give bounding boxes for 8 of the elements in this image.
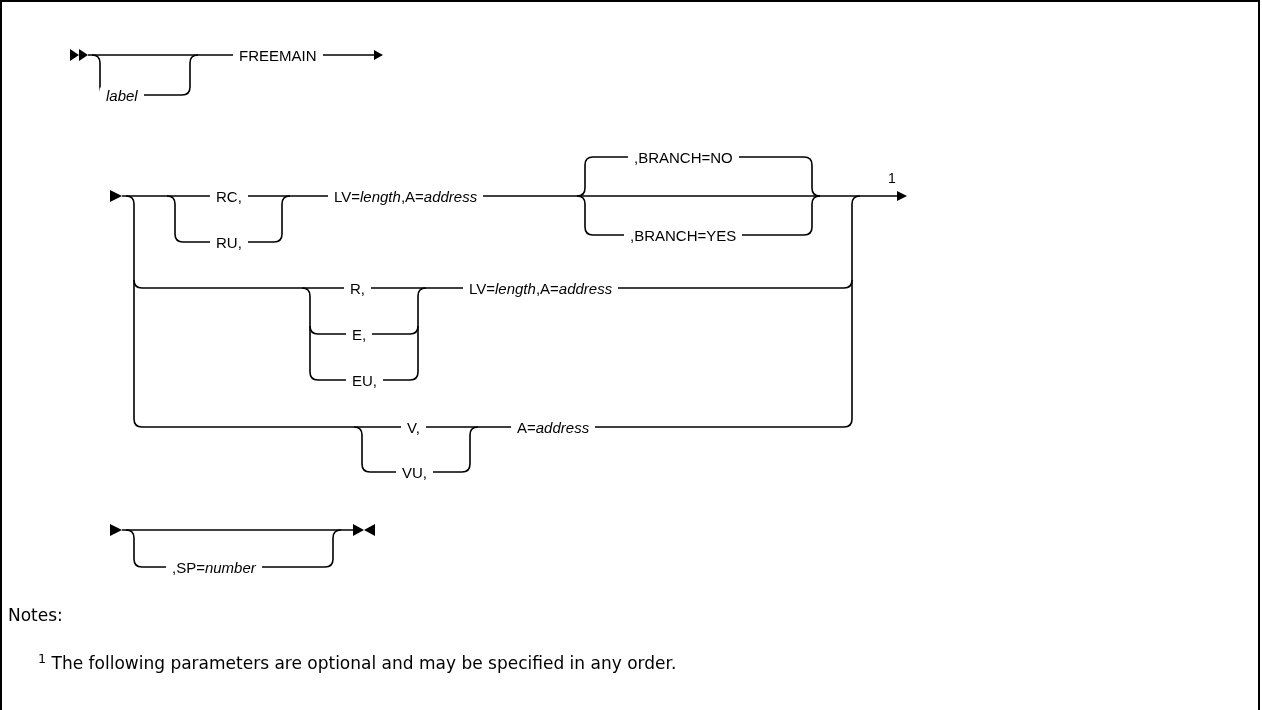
notes-heading: Notes: — [8, 604, 63, 628]
footnote-text: $^{1}$ The following parameters are optional and may be specified in any order. — [38, 651, 677, 676]
footnote-mark: 1 — [888, 171, 896, 185]
parameter-label: label — [100, 87, 144, 103]
option-label: LV=length,A=address — [463, 280, 619, 296]
option-label: LV=length,A=address — [328, 188, 484, 204]
option-label: ,SP=number — [166, 559, 262, 575]
option-label: A=address — [511, 419, 596, 435]
